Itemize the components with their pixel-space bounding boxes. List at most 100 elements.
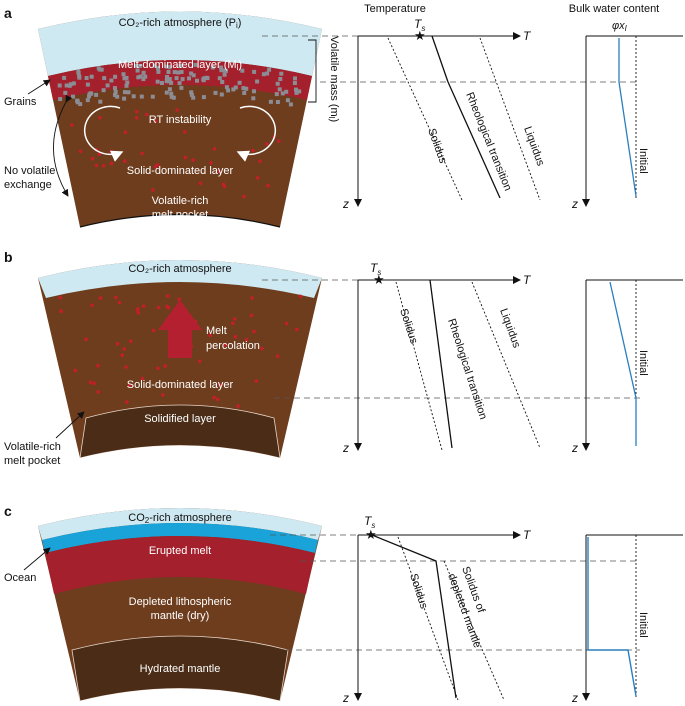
melt-droplet [69,123,74,127]
melt-droplet [98,116,102,120]
grain [288,102,293,107]
solidus-line [387,37,463,201]
bulk-water-header: Bulk water content [569,3,660,15]
grain [85,98,90,103]
solidus-line [397,536,459,701]
grain [219,68,224,73]
melt-droplet [153,164,158,169]
no-exchange-label-2: exchange [4,179,52,191]
grain [167,77,172,81]
grain [176,70,181,75]
melt-droplet [198,181,203,186]
melt-droplet [109,149,113,154]
melt-droplet [97,152,101,156]
water-z-label: z [571,691,578,705]
pocket-label-2: melt pocket [152,209,208,221]
grain [189,92,194,97]
grain [252,69,257,74]
grain [294,90,299,95]
atmosphere-band [38,11,322,76]
melt-droplet [98,296,103,300]
grain [76,71,81,75]
grain [84,76,89,80]
grain [57,83,62,88]
grain [135,68,140,73]
melt-droplet [165,304,169,309]
melt-droplet [175,108,179,112]
grain [179,70,184,74]
grain [164,79,169,83]
grain [222,72,227,77]
rheological-label: Rheological transition [445,317,489,421]
pocket-pointer [55,411,85,439]
grain [219,65,223,70]
melt-droplet [254,379,259,383]
melt-droplet [134,116,139,120]
initial-label: Initial [637,612,649,638]
panel-a: a CO₂-rich atmosphere (Pi) Melt-dominate… [4,5,683,240]
grain [189,90,194,95]
melt-droplet [212,147,217,151]
grain [71,94,75,99]
grain [124,83,129,88]
melt-droplet [141,304,146,309]
melt-droplet [123,159,127,163]
rt-instability-label: RT instability [149,114,212,126]
melt-droplet [122,347,127,351]
erupted-melt-label: Erupted melt [149,545,211,557]
grain [244,86,249,91]
grain [213,90,218,95]
melt-layer-label: Melt-dominated layer (Ml) [118,59,242,72]
t-axis-label: T [523,29,532,43]
grain [105,83,110,88]
grain [268,99,273,104]
melt-droplet [59,309,63,314]
grain [123,90,127,95]
grain [252,89,256,94]
melt-droplet [260,346,264,351]
no-exchange-arrow [53,94,73,197]
melt-droplet [217,383,222,387]
rheology-line [429,279,453,449]
melt-droplet [236,404,240,408]
melt-droplet [125,400,129,404]
grain [201,95,206,100]
grain [58,97,63,101]
melt-droplet [295,327,299,332]
solid-layer-label: Solid-dominated layer [127,165,234,177]
grain [237,80,242,85]
grain [255,79,260,84]
initial-label: Initial [637,350,649,376]
grain [156,66,160,71]
grain [101,88,106,93]
initial-label: Initial [637,148,649,174]
grain [89,74,94,79]
rt-right-arrow [236,105,277,162]
grain [267,67,272,72]
grain [126,90,131,95]
no-exchange-label-1: No volatile [4,165,55,177]
melt-droplet [151,188,155,192]
ts-label: Ts [364,514,375,530]
melt-droplet [252,329,256,334]
grain [102,76,107,81]
grain [141,77,146,82]
grains-label: Grains [4,96,37,108]
grain [274,92,279,97]
melt-droplet [96,363,100,368]
melt-droplet [128,339,133,344]
melt-droplet [123,130,128,135]
grain [193,62,198,67]
ts-star-icon: ★ [414,28,426,43]
grain [284,89,289,94]
melt-droplet [156,305,161,310]
grain [233,85,238,90]
melt-droplet [277,139,281,143]
depleted-solidus-line [443,560,505,701]
grains-pointer [27,79,51,95]
ts-label: Ts [414,17,425,33]
ocean-label: Ocean [4,572,36,584]
hydrated-label: Hydrated mantle [140,663,221,675]
melt-droplet [249,313,254,318]
grain [63,90,68,95]
